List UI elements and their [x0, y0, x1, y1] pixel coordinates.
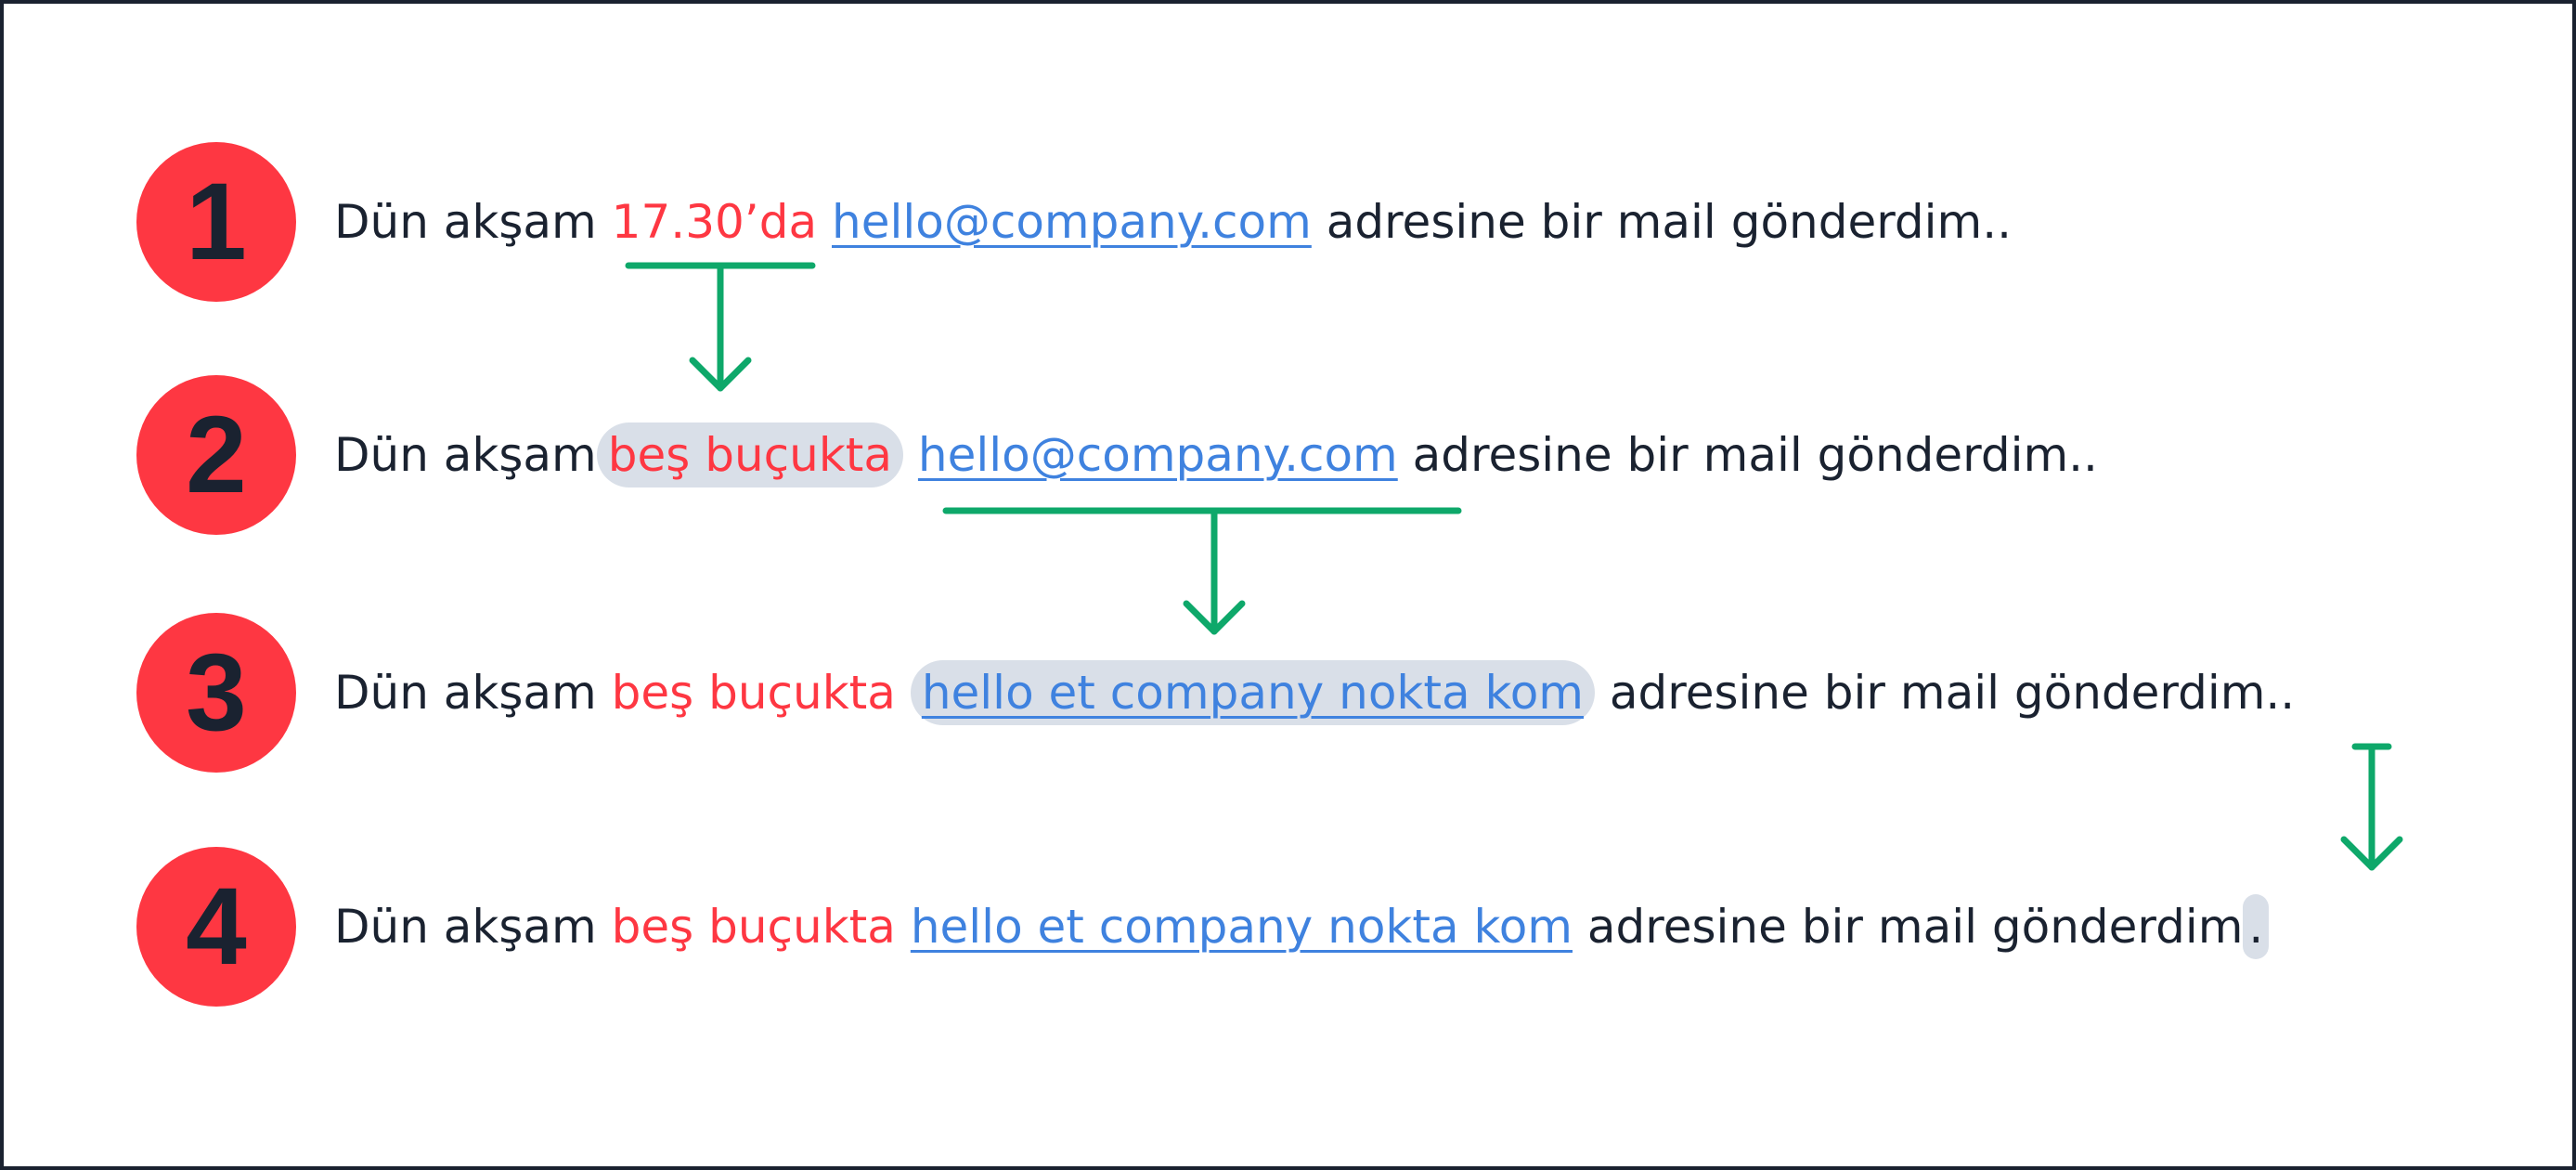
sentence-prefix: Dün akşam [334, 666, 612, 720]
step-number-badge: 4 [136, 847, 296, 1007]
email-address: hello@company.com [917, 428, 1398, 482]
step-sentence: Dün akşam 17.30’da hello@company.com adr… [334, 192, 2012, 252]
email-address: hello@company.com [832, 195, 1312, 249]
sentence-prefix: Dün akşam [334, 195, 612, 249]
arrow-head [2340, 836, 2403, 871]
time-expression-highlighted: beş buçukta [596, 422, 904, 488]
email-address-highlighted: hello et company nokta kom [910, 660, 1595, 725]
email-address: hello et company nokta kom [910, 900, 1573, 954]
time-expression: beş buçukta [611, 900, 896, 954]
arrow-head [689, 357, 752, 392]
step-number-badge: 1 [136, 142, 296, 302]
sentence-suffix: adresine bir mail gönderdim [1573, 900, 2244, 954]
step-number-badge: 2 [136, 375, 296, 535]
sentence-prefix: Dün akşam [334, 428, 597, 482]
arrow-time-to-words [625, 262, 816, 392]
diagram-canvas: 1 Dün akşam 17.30’da hello@company.com a… [4, 4, 2572, 1166]
final-period-highlighted: . [2243, 894, 2270, 959]
sentence-suffix: adresine bir mail gönderdim.. [1397, 428, 2098, 482]
step-sentence: Dün akşam beş buçukta hello et company n… [334, 660, 2296, 725]
step-number-badge: 3 [136, 613, 296, 773]
arrow-trim-punctuation [2340, 743, 2403, 871]
time-expression: beş buçukta [611, 666, 896, 720]
step-3: 3 Dün akşam beş buçukta hello et company… [4, 613, 2572, 773]
arrow-head [1183, 600, 1246, 635]
step-4: 4 Dün akşam beş buçukta hello et company… [4, 847, 2572, 1007]
step-1: 1 Dün akşam 17.30’da hello@company.com a… [4, 142, 2572, 302]
arrow-email-to-words [942, 507, 1462, 635]
sentence-prefix: Dün akşam [334, 900, 612, 954]
step-sentence: Dün akşam beş buçukta hello et company n… [334, 894, 2270, 959]
sentence-suffix: adresine bir mail gönderdim.. [1311, 195, 2013, 249]
sentence-suffix: adresine bir mail gönderdim.. [1595, 666, 2296, 720]
transformation-arrows [625, 262, 2403, 871]
time-expression: 17.30’da [611, 195, 818, 249]
